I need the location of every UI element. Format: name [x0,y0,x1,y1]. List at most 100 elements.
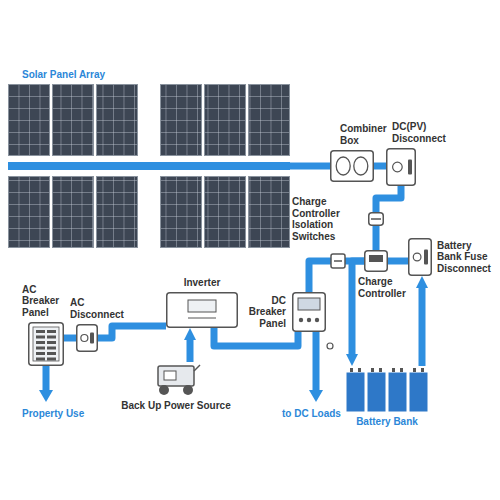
label-holder: Solar Panel Array [22,69,172,81]
solar-panel [97,85,138,156]
solar-panel [53,177,94,248]
disconnect-knob [81,334,88,341]
panel-knob [299,318,303,322]
component-label: Battery Bank [342,416,432,428]
component-label: Charge Controller Isolation Switches [292,196,362,242]
callout-label: Property Use [22,408,84,420]
label-holder: DC Breaker Panel [242,295,286,330]
label-holder: Combiner Box [340,123,390,146]
controller-housing [365,251,388,272]
battery-cell [346,372,365,412]
component-label: DC Breaker Panel [242,295,286,330]
combiner-fuse [336,157,350,175]
component-box: Battery Bank [342,366,432,412]
conduit-line [374,163,386,170]
component-label: DC(PV) Disconnect [392,121,450,144]
arrow-head [309,390,323,402]
conduit-line [290,163,330,170]
component-label: AC Breaker Panel [22,284,68,319]
battery-terminal [358,368,361,372]
component-label: AC Disconnect [70,297,128,320]
component-box: Back Up Power Source [150,362,202,396]
panel-housing [29,323,64,366]
solar-panel [205,177,246,248]
label-holder: Inverter [166,277,238,289]
component-box: Inverter [166,292,238,328]
breaker-switch [47,330,56,333]
disconnect-knob [413,253,421,261]
generator-panel [164,371,176,380]
disconnect-knob [393,162,403,172]
disconnect-housing [77,325,98,352]
label-holder: AC Disconnect [70,297,128,320]
battery-terminal [371,368,374,372]
breaker-switch [47,352,56,355]
component-label: Combiner Box [340,123,390,146]
battery-cell [388,372,407,412]
breaker-switch [36,347,45,350]
generator-body [158,366,194,386]
disconnect-handle [90,332,94,343]
solar-panel [205,85,246,156]
switch-lever [371,218,381,220]
component-box: AC Disconnect [76,324,98,352]
disconnect-handle [408,159,412,174]
component-box: Charge Controller [364,250,388,272]
battery-terminal [379,368,382,372]
label-holder: AC Breaker Panel [22,284,68,319]
combiner-housing [331,151,374,182]
conduit-line [64,335,76,342]
fuse-dot [327,343,333,349]
conduit-line [352,261,364,356]
component-label: Battery Bank Fuse Disconnect [437,240,495,275]
conduit-line [388,258,408,265]
battery-terminal [421,368,424,372]
component-box: Solar Panel Array [8,84,290,248]
label-holder: Charge Controller Isolation Switches [292,196,362,242]
component-icon [166,292,238,328]
battery-cell [367,372,386,412]
solar-panel [249,85,290,156]
conduit-line [98,326,166,338]
label-holder: Battery Bank Fuse Disconnect [437,240,495,275]
isolation-switch [331,254,345,268]
component-box: Charge Controller Isolation Switches [368,212,384,226]
component-icon [150,362,202,396]
component-icon [8,84,290,248]
breaker-switch [47,341,56,344]
component-icon [408,238,432,276]
inverter-vent [188,318,216,319]
component-label: Solar Panel Array [22,69,172,81]
conduit-out [43,366,50,392]
conduit-line [419,286,426,366]
component-icon [292,292,326,332]
component-label: Charge Controller [358,276,414,299]
disconnect-housing [409,239,432,276]
switch-housing [369,213,384,226]
component-icon [76,324,98,352]
component-box: DC(PV) Disconnect [386,148,416,186]
disconnect-housing [387,149,416,186]
component-icon [330,150,374,182]
controller-display [369,255,383,262]
label-holder: Battery Bank [342,416,432,428]
solar-panel [9,85,50,156]
breaker-switch [36,352,45,355]
battery-terminal [350,368,353,372]
callout-label: to DC Loads [282,408,341,420]
inverter-housing [167,293,238,328]
conduit-line [376,186,401,212]
conduit-line [214,328,298,346]
solar-panel [249,177,290,248]
solar-panel [53,85,94,156]
label-holder: Charge Controller [358,276,414,299]
conduit-line [373,226,380,250]
breaker-switch [36,330,45,333]
component-label: Back Up Power Source [111,400,241,412]
label-holder: Back Up Power Source [111,400,241,412]
battery-terminal [413,368,416,372]
component-label: Inverter [166,277,238,289]
panel-knob [307,318,311,322]
